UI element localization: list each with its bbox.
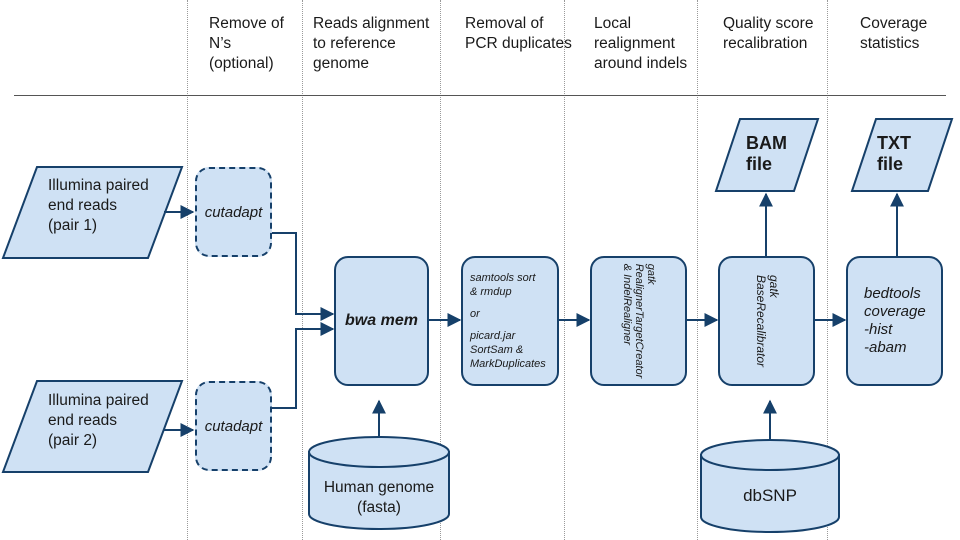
realigner-box: gatk RealignerTargetCreator & IndelReali… — [590, 256, 687, 386]
cylinder-dbsnp-shape — [700, 439, 840, 533]
base-recalibrator-box: gatk BaseRecalibrator — [718, 256, 815, 386]
column-separator — [187, 0, 188, 540]
bwa-mem-box: bwa mem — [334, 256, 429, 386]
column-separator — [827, 0, 828, 540]
input-pair1-shape — [1, 166, 184, 259]
arrow-cutadapt1-to-bwa — [272, 232, 335, 321]
column-separator — [440, 0, 441, 540]
output-txt-shape — [850, 118, 954, 192]
column-separator — [564, 0, 565, 540]
input-pair2-shape — [1, 380, 184, 473]
dbsnp-label: dbSNP — [743, 486, 797, 505]
cutadapt-box-1: cutadapt — [195, 167, 272, 257]
column-separator — [697, 0, 698, 540]
output-bam-shape — [714, 118, 820, 192]
column-separator — [302, 0, 303, 540]
realigner-label: gatk RealignerTargetCreator & IndelReali… — [620, 263, 657, 379]
cutadapt-box-2: cutadapt — [195, 381, 272, 471]
header-rule — [14, 95, 946, 96]
recalibrator-label: gatk BaseRecalibrator — [753, 274, 781, 368]
bedtools-box: bedtools coverage -hist -abam — [846, 256, 943, 386]
cylinder-human-genome-shape — [308, 436, 450, 530]
dedup-box: samtools sort & rmdup or picard.jar Sort… — [461, 256, 559, 386]
human-genome-label: Human genome(fasta) — [323, 479, 435, 516]
arrow-cutadapt2-to-bwa — [272, 322, 335, 409]
